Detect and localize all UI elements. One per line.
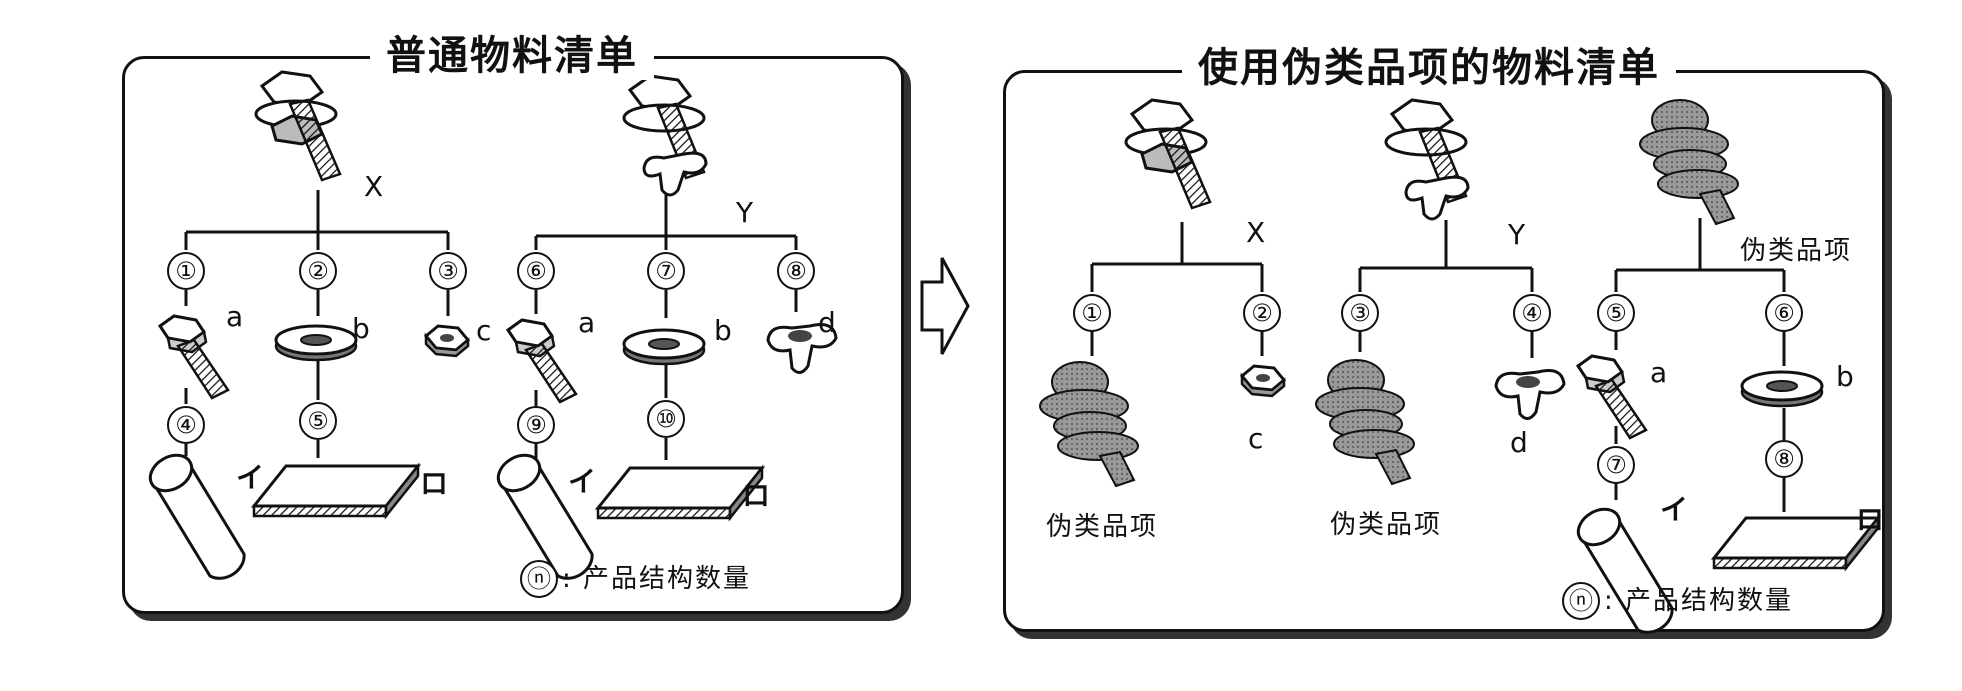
phantom-item-label: 伪类品项 [1740,236,1853,266]
assembly-x-drawing [1124,98,1212,210]
material-ro-label: ロ [1856,503,1885,536]
bolt-a-drawing [506,318,578,404]
component-b-label: b [352,312,370,345]
component-d-label: d [818,306,836,339]
component-a-label: a [226,300,244,333]
phantom-item-drawing [1639,99,1739,225]
material-ro-label: ロ [420,467,449,500]
quantity-7: ⑦ [1597,446,1635,484]
washer-b-drawing [622,328,706,366]
quantity-5: ⑤ [1597,294,1635,332]
quantity-8: ⑧ [777,252,815,290]
component-b-label: b [1836,360,1854,393]
phantom-item-label: 伪类品项 [1330,510,1443,540]
material-i-label: イ [568,465,597,498]
standard-bom-title: 普通物料清单 [370,32,654,80]
legend-text: : 产品结构数量 [562,564,752,594]
quantity-10: ⑩ [647,400,685,438]
quantity-7: ⑦ [647,252,685,290]
component-b-label: b [714,314,732,347]
material-ro-label: ロ [742,479,771,512]
component-d-label: d [1510,426,1528,459]
quantity-6: ⑥ [1765,294,1803,332]
plate-stock-drawing [596,466,764,520]
left-tree-lines [184,190,798,460]
nut-c-drawing [1240,364,1286,398]
quantity-1: ① [1073,294,1111,332]
legend-symbol: ⓝ [1562,582,1600,620]
quantity-1: ① [167,252,205,290]
component-c-label: c [1248,422,1264,455]
quantity-3: ③ [429,252,467,290]
quantity-5: ⑤ [299,402,337,440]
phantom-bom-title: 使用伪类品项的物料清单 [1182,44,1676,92]
parent-y-label: Y [736,196,754,229]
quantity-4: ④ [167,406,205,444]
assembly-y-drawing [1384,98,1470,221]
material-i-label: イ [236,461,265,494]
bolt-a-drawing [158,314,230,400]
quantity-3: ③ [1341,294,1379,332]
quantity-2: ② [1243,294,1281,332]
washer-b-drawing [1740,370,1824,408]
quantity-8: ⑧ [1765,440,1803,478]
assembly-y-drawing [622,74,708,197]
phantom-item-label: 伪类品项 [1046,512,1159,542]
bolt-a-drawing [1576,354,1648,440]
parent-x-label: X [364,170,384,203]
quantity-4: ④ [1513,294,1551,332]
wing-nut-d-drawing [1494,369,1566,421]
component-a-label: a [1650,356,1668,389]
material-i-label: イ [1660,493,1689,526]
quantity-9: ⑨ [517,406,555,444]
phantom-item-drawing [1315,359,1415,485]
plate-stock-drawing [252,464,420,518]
washer-b-drawing [274,324,358,362]
component-a-label: a [578,306,596,339]
right-tree-lines [1090,218,1786,512]
nut-c-drawing [424,324,470,358]
phantom-item-drawing [1039,361,1139,487]
quantity-6: ⑥ [517,252,555,290]
component-c-label: c [476,314,492,347]
legend-symbol: ⓝ [520,560,558,598]
bar-stock-drawing [142,446,246,580]
transform-arrow-icon [920,257,970,355]
quantity-2: ② [299,252,337,290]
plate-stock-drawing [1712,516,1880,570]
parent-y-label: Y [1508,218,1526,251]
parent-x-label: X [1246,216,1266,249]
assembly-x-drawing [254,70,342,182]
legend-text: : 产品结构数量 [1604,586,1794,616]
